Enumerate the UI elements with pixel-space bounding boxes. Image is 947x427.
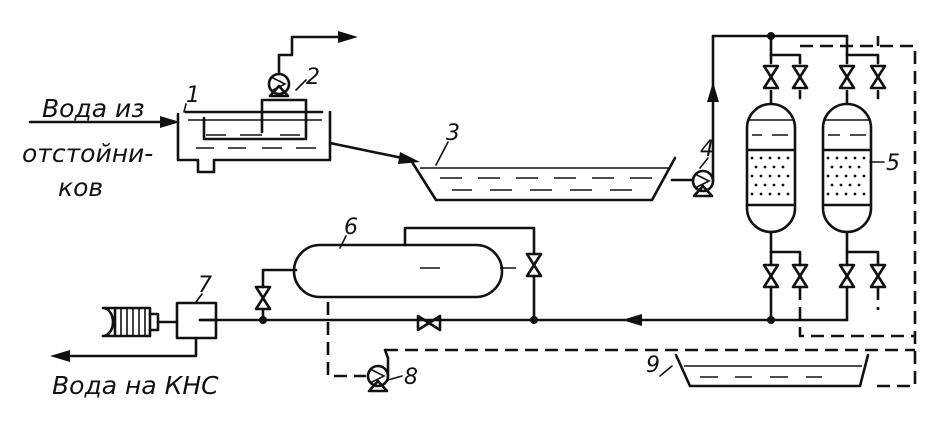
- filter-media-dot: [830, 183, 834, 187]
- filter-media-dot: [781, 165, 785, 169]
- filter-media-dot: [768, 174, 772, 178]
- receiving-tank-1: [176, 98, 332, 174]
- outlet-label: Вода на КНС: [52, 371, 219, 400]
- filter-media-dot: [772, 165, 776, 169]
- pump-4: [691, 34, 719, 198]
- pipe-1-to-3: [328, 141, 420, 164]
- filter-media-dot: [853, 192, 857, 196]
- filter-vessels-5: [745, 102, 880, 322]
- filter-media-dot: [786, 156, 790, 160]
- filter-media-dots: [750, 156, 866, 196]
- filter-media-dot: [754, 165, 758, 169]
- clean-water-line: [198, 314, 849, 326]
- filter-media-dot: [750, 156, 754, 160]
- pump-2: [267, 31, 358, 98]
- pump-8: [366, 348, 390, 393]
- callout-3: 3: [446, 121, 460, 146]
- backwash-lines: [326, 36, 917, 388]
- callout-7: 7: [198, 273, 212, 298]
- filter-media-dot: [848, 183, 852, 187]
- filter-media-dot: [835, 156, 839, 160]
- filter-media-dot: [826, 192, 830, 196]
- filter-media-dot: [768, 192, 772, 196]
- inlet-label-line1: Вода из: [42, 94, 145, 123]
- filter-media-dot: [839, 165, 843, 169]
- filter-media-dot: [853, 156, 857, 160]
- callout-8: 8: [404, 365, 418, 390]
- callout-5: 5: [886, 151, 900, 176]
- filter-media-dot: [768, 156, 772, 160]
- filter-media-dot: [777, 174, 781, 178]
- filter-media-dot: [750, 192, 754, 196]
- filter-media-dot: [844, 174, 848, 178]
- sludge-tank-9: [674, 353, 870, 388]
- filter-media-dot: [759, 156, 763, 160]
- filter-media-dot: [777, 192, 781, 196]
- filter-media-dot: [857, 165, 861, 169]
- filter-media-dot: [826, 156, 830, 160]
- filter-media-dot: [862, 174, 866, 178]
- filter-media-dot: [839, 183, 843, 187]
- filter-media-dot: [786, 174, 790, 178]
- filter-media-dot: [844, 156, 848, 160]
- filter-media-dot: [786, 192, 790, 196]
- filter-media-dot: [862, 156, 866, 160]
- inlet-arrow: [28, 116, 180, 128]
- valves: [254, 64, 887, 332]
- filter-media-dot: [759, 192, 763, 196]
- inlet-label-line2: отстойни-: [22, 139, 153, 168]
- filter-media-dot: [754, 183, 758, 187]
- filter-media-dot: [848, 165, 852, 169]
- filter-media-dot: [759, 174, 763, 178]
- filter-media-dot: [830, 165, 834, 169]
- intermediate-tank-3: [410, 156, 695, 202]
- callout-4: 4: [700, 137, 714, 162]
- inlet-label-line3: ков: [58, 173, 103, 202]
- filter-top-piping: [711, 32, 880, 105]
- filter-media-dot: [857, 183, 861, 187]
- filter-media-dot: [835, 192, 839, 196]
- pump-motor-7: [50, 301, 218, 362]
- filter-media-dot: [835, 174, 839, 178]
- callout-6: 6: [344, 215, 358, 240]
- filter-media-dot: [772, 183, 776, 187]
- filter-media-dot: [750, 174, 754, 178]
- filter-media-dot: [826, 174, 830, 178]
- filter-media-dot: [853, 174, 857, 178]
- callout-2: 2: [306, 65, 320, 90]
- filter-media-dot: [763, 165, 767, 169]
- horizontal-tank-6: [261, 226, 536, 322]
- filter-media-dot: [777, 156, 781, 160]
- filter-media-dot: [763, 183, 767, 187]
- filter-media-dot: [862, 192, 866, 196]
- callout-leaders: [183, 79, 885, 381]
- filter-media-dot: [781, 183, 785, 187]
- callout-1: 1: [186, 83, 200, 108]
- callout-9: 9: [646, 353, 660, 378]
- filter-media-dot: [844, 192, 848, 196]
